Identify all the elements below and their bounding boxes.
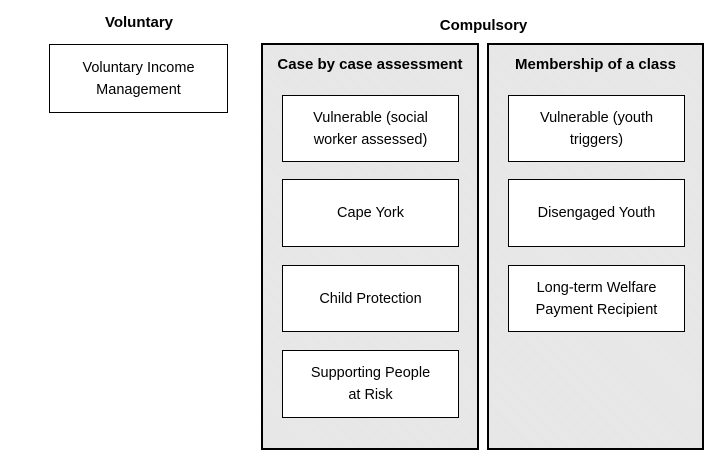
membership-of-a-class-panel: Membership of a class Vulnerable (youth … — [487, 43, 704, 450]
voluntary-income-management-box: Voluntary Income Management — [49, 44, 228, 113]
voluntary-heading: Voluntary — [104, 14, 174, 31]
box-vulnerable-social-worker-assessed: Vulnerable (social worker assessed) — [282, 95, 459, 162]
case-by-case-assessment-panel: Case by case assessment Vulnerable (soci… — [261, 43, 479, 450]
box-long-term-welfare-payment-recipient: Long-term Welfare Payment Recipient — [508, 265, 685, 332]
box-vulnerable-youth-triggers: Vulnerable (youth triggers) — [508, 95, 685, 162]
compulsory-heading: Compulsory — [439, 17, 528, 34]
box-child-protection: Child Protection — [282, 265, 459, 332]
box-disengaged-youth: Disengaged Youth — [508, 179, 685, 247]
case-by-case-assessment-header: Case by case assessment — [277, 56, 463, 73]
membership-of-a-class-header: Membership of a class — [515, 56, 676, 73]
box-supporting-people-at-risk: Supporting People at Risk — [282, 350, 459, 418]
box-cape-york: Cape York — [282, 179, 459, 247]
